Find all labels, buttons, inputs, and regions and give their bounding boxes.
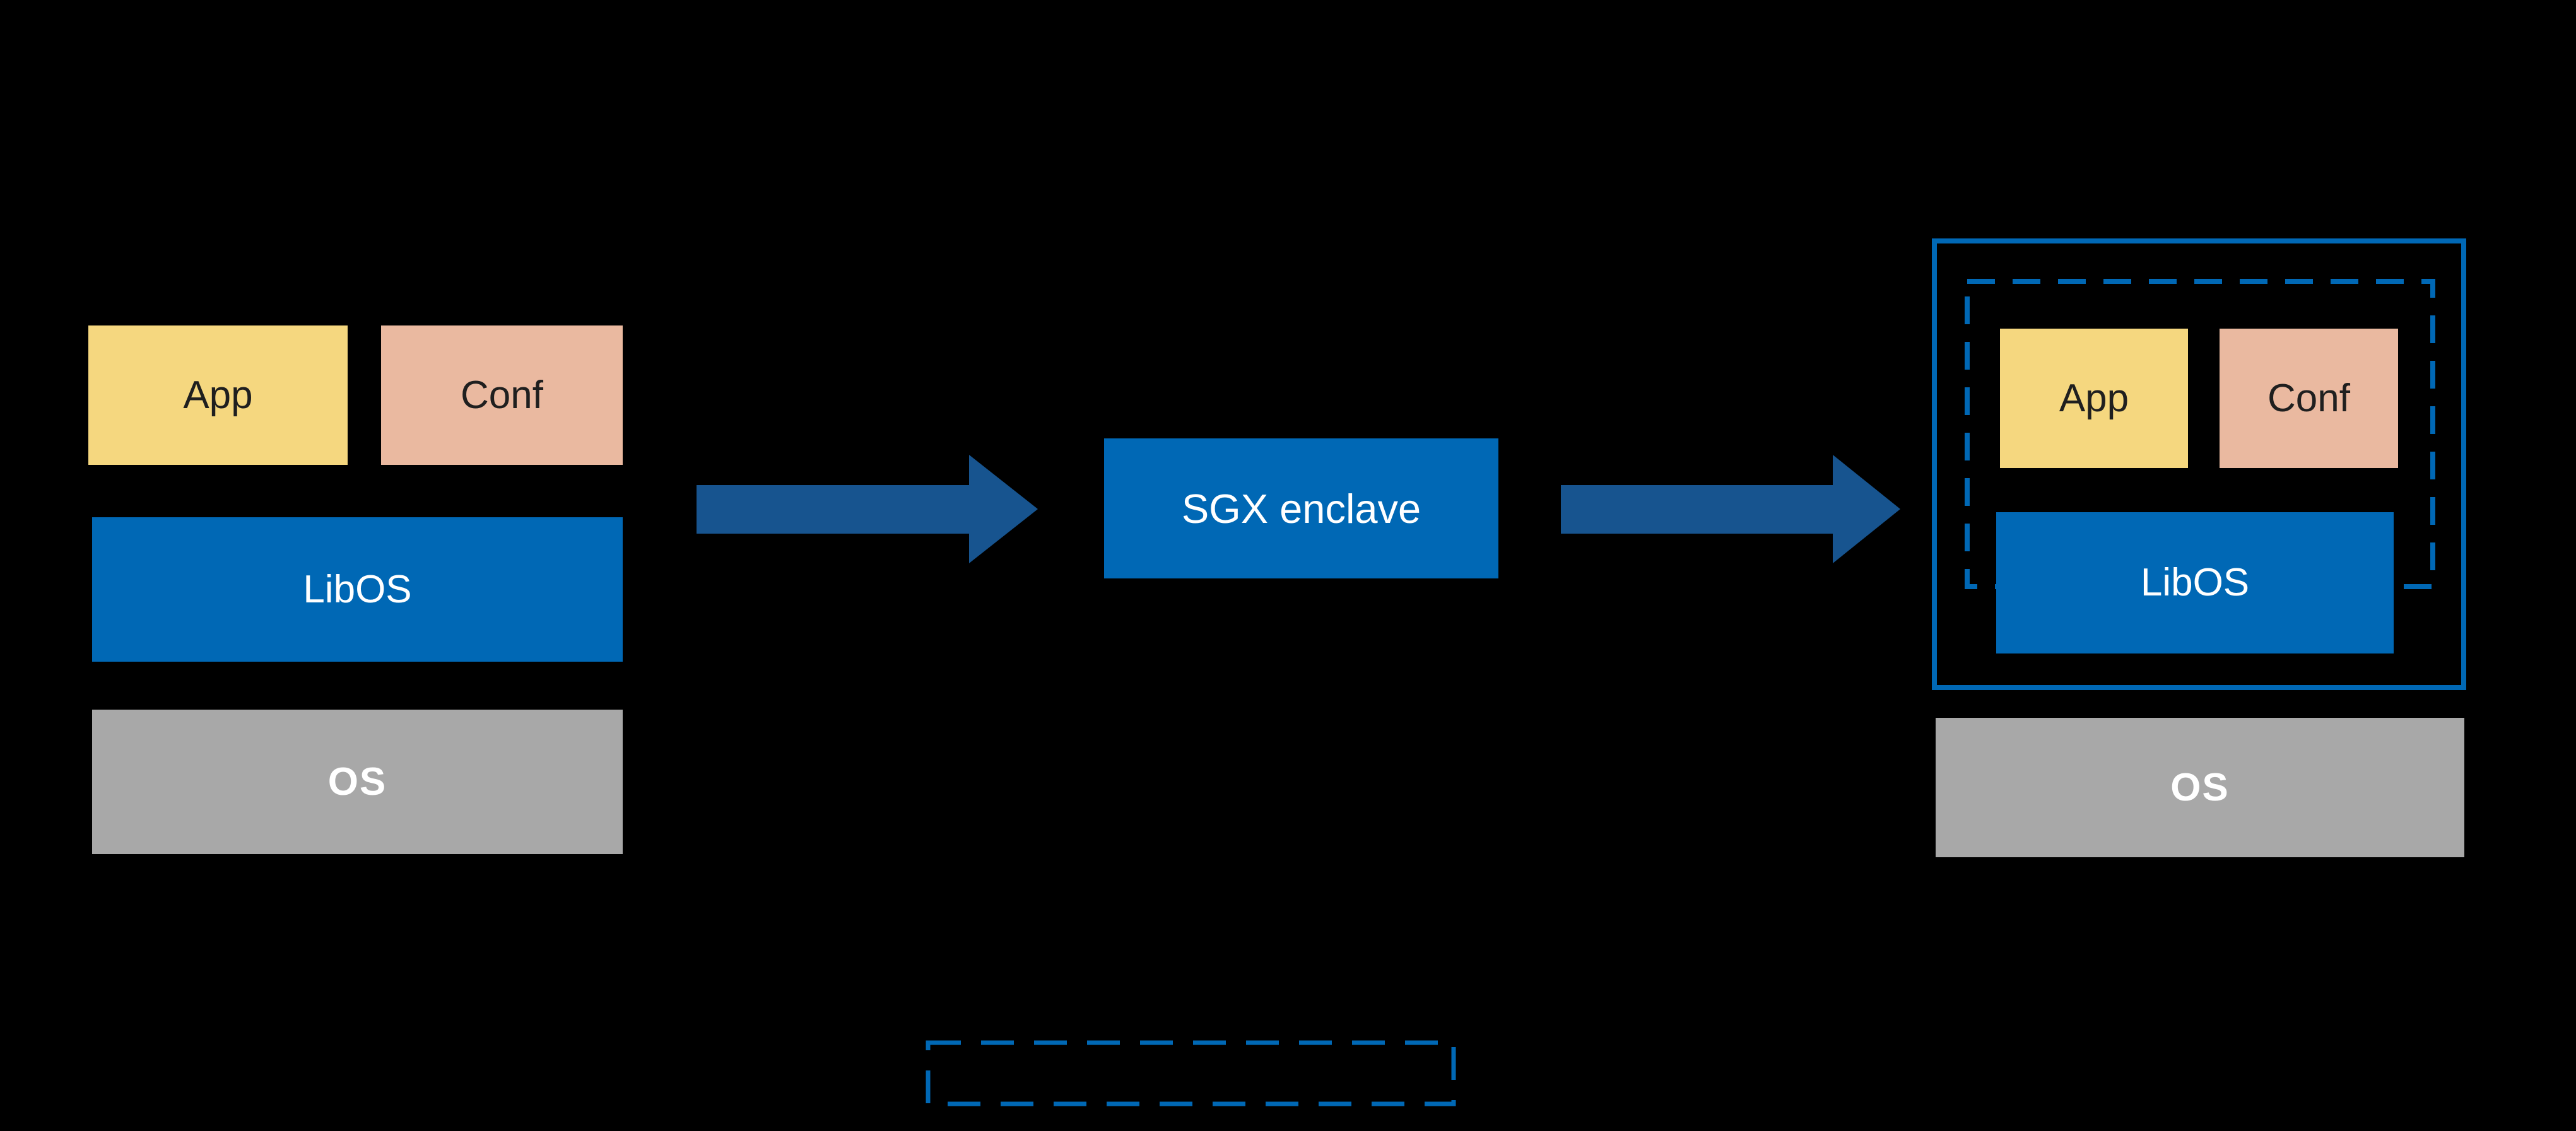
right-app-box: App	[2000, 329, 2188, 468]
right-os-label: OS	[2170, 765, 2230, 809]
left-libos-label: LibOS	[303, 567, 412, 611]
right-arrow-icon	[697, 455, 1038, 563]
right-app-label: App	[2059, 376, 2129, 420]
left-app-box: App	[88, 325, 348, 465]
right-os-box: OS	[1936, 718, 2464, 857]
right-conf-label: Conf	[2267, 376, 2350, 420]
left-conf-label: Conf	[461, 373, 543, 417]
left-os-box: OS	[92, 710, 623, 854]
right-libos-box: LibOS	[1996, 512, 2394, 653]
left-conf-box: Conf	[381, 325, 623, 465]
sgx-enclave-label: SGX enclave	[1181, 485, 1421, 532]
right-arrow-icon	[1561, 455, 1900, 563]
left-app-label: App	[183, 373, 253, 417]
right-libos-label: LibOS	[2140, 561, 2250, 604]
right-conf-box: Conf	[2220, 329, 2398, 468]
left-os-label: OS	[327, 759, 387, 804]
left-libos-box: LibOS	[92, 517, 623, 662]
sgx-enclave-box: SGX enclave	[1104, 438, 1498, 578]
legend-dashed-box	[926, 1040, 1456, 1106]
enclave-solid-boundary	[1932, 238, 2466, 690]
